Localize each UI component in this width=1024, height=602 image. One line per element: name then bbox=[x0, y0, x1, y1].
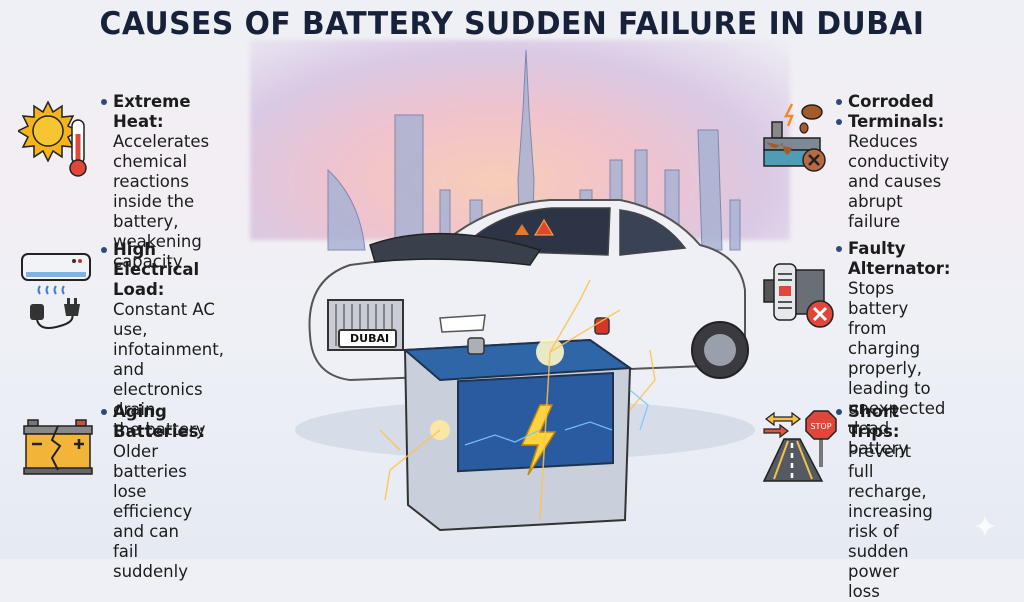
cause-description: Stops battery from charging properly, le… bbox=[848, 279, 946, 458]
sun-thermometer-icon bbox=[18, 100, 87, 177]
cause-heading: Extreme Heat: bbox=[100, 92, 209, 132]
cause-description: Older batteries lose efficiency and can … bbox=[113, 442, 193, 581]
corroded-terminal-icon bbox=[763, 103, 826, 172]
road-stop-sign-icon: STOP bbox=[762, 410, 837, 482]
cause-description: Reduces conductivity and causes abrupt f… bbox=[848, 132, 950, 231]
cause-heading: Faulty Alternator: bbox=[835, 239, 951, 278]
alternator-error-icon bbox=[763, 263, 834, 328]
air-conditioner-plug-icon bbox=[21, 253, 91, 329]
cause-description: Prevent full recharge, increasing risk o… bbox=[848, 442, 933, 601]
cause-description: Accelerates chemical reactions inside th… bbox=[113, 132, 210, 271]
cause-heading: Corroded bbox=[835, 92, 949, 112]
sparkle-watermark-icon bbox=[974, 515, 996, 537]
cause-heading: High Electrical Load: bbox=[101, 240, 224, 300]
cracked-battery-icon bbox=[23, 419, 93, 475]
cause-heading: Aging Batteries: bbox=[100, 402, 206, 441]
page-title: CAUSES OF BATTERY SUDDEN FAILURE IN DUBA… bbox=[99, 6, 925, 42]
car-battery-illustration bbox=[295, 50, 755, 532]
cause-heading: Short Trips: bbox=[836, 402, 933, 442]
cause-description: Constant AC use, infotainment, and elect… bbox=[113, 300, 224, 439]
license-plate: DUBAI bbox=[338, 329, 398, 348]
cause-heading-continued: Terminals: bbox=[835, 112, 949, 132]
sparking-battery bbox=[379, 279, 656, 532]
stop-sign-label: STOP bbox=[810, 422, 831, 431]
